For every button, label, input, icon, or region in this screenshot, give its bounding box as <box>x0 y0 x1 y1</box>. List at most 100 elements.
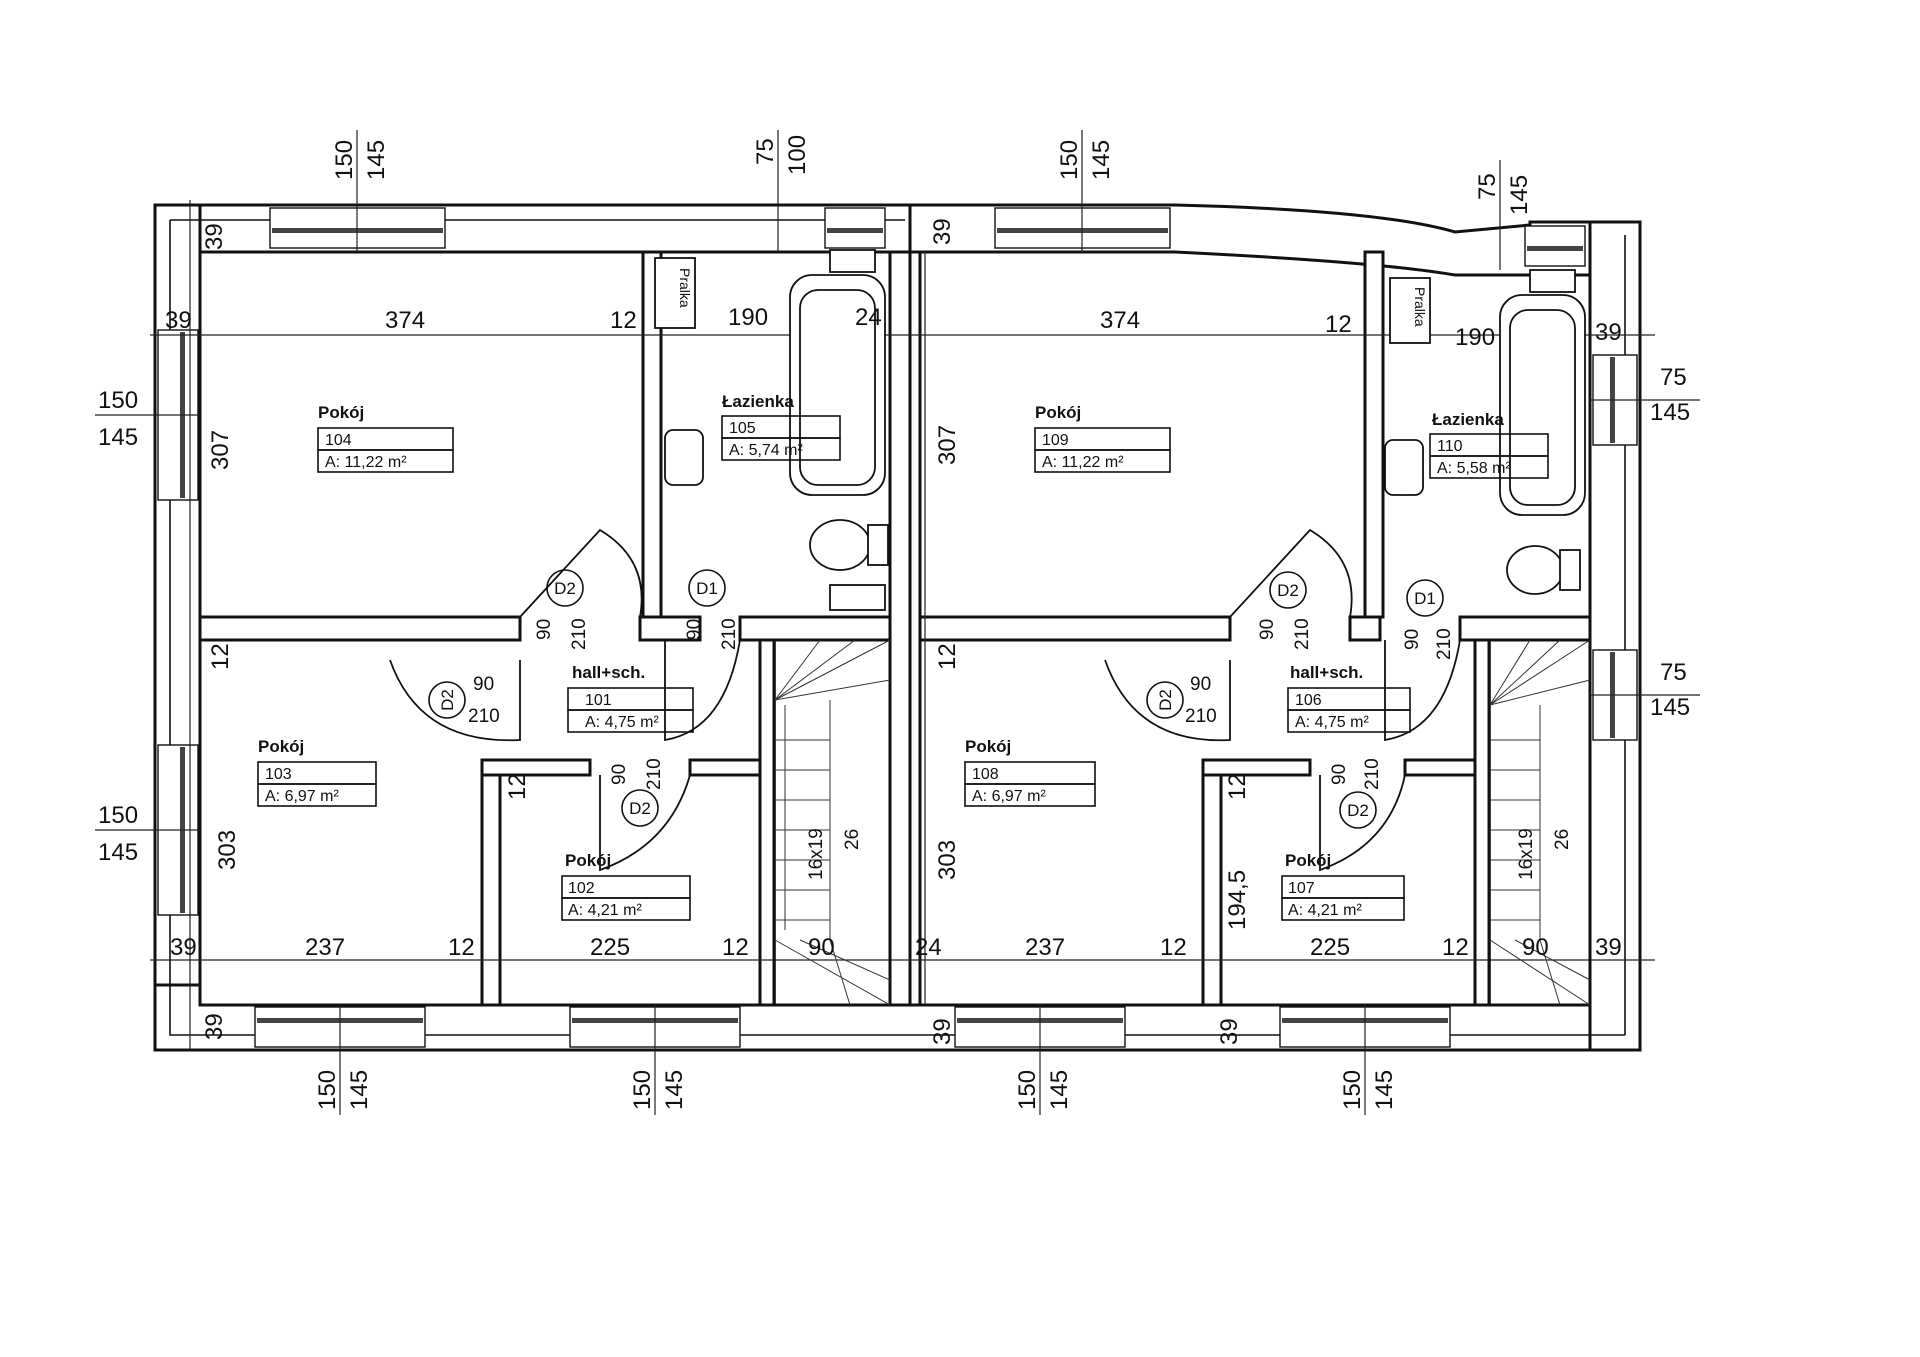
dim-label: 12 <box>1325 311 1352 338</box>
stairs-left-steps: 16x19 <box>806 828 827 880</box>
dim-label: 150 <box>331 140 358 180</box>
door-width: 90 <box>1329 764 1350 785</box>
washer-right: Pralka <box>1389 277 1431 344</box>
room-name: Pokój <box>258 737 304 756</box>
dim-label: 24 <box>855 304 882 331</box>
door-width: 90 <box>1402 629 1423 650</box>
door-width: 90 <box>1190 674 1211 695</box>
room-name: Pokój <box>318 403 364 422</box>
dim-label: 145 <box>1046 1070 1073 1110</box>
dim-label: 90 <box>808 934 835 961</box>
dim-label: 150 <box>98 802 138 829</box>
washer-label: Pralka <box>677 268 693 308</box>
room-number: 103 <box>265 766 292 783</box>
dim-label: 145 <box>1650 694 1690 721</box>
dim-label: 225 <box>590 934 630 961</box>
dim-label: 303 <box>934 840 961 880</box>
room-name: Pokój <box>1285 851 1331 870</box>
dim-label: 12 <box>722 934 749 961</box>
dim-label: 90 <box>1522 934 1549 961</box>
room-name: Łazienka <box>1432 410 1504 429</box>
dim-label: 145 <box>1506 175 1533 215</box>
room-name: Pokój <box>965 737 1011 756</box>
dim-label: 374 <box>385 307 425 334</box>
door-height: 210 <box>644 758 665 790</box>
door-tag: D2 90 210 <box>1146 674 1217 727</box>
room-area: A: 4,75 m² <box>1295 714 1369 731</box>
room-number: 108 <box>972 766 999 783</box>
dim-label: 12 <box>610 307 637 334</box>
dim-label: 145 <box>1088 140 1115 180</box>
dim-label: 145 <box>363 140 390 180</box>
dim-label: 75 <box>1474 173 1501 200</box>
stairs-left <box>774 639 891 1006</box>
dim-label: 12 <box>934 643 961 670</box>
door-width: 90 <box>609 764 630 785</box>
dim-label: 145 <box>98 839 138 866</box>
stairs-right-steps: 16x19 <box>1516 828 1537 880</box>
door-tag: D2 90 210 <box>1329 758 1383 829</box>
dim-label: 12 <box>1160 934 1187 961</box>
room-name: Łazienka <box>722 392 794 411</box>
dim-label: 75 <box>1660 364 1687 391</box>
room-area: A: 5,58 m² <box>1437 460 1511 477</box>
room-number: 102 <box>568 880 595 897</box>
dim-label: 39 <box>170 934 197 961</box>
window-top-2 <box>824 207 886 249</box>
dim-label: 145 <box>661 1070 688 1110</box>
stairs-left-run: 26 <box>842 829 863 850</box>
dim-label: 12 <box>1224 773 1251 800</box>
room-label-103: Pokój 103 A: 6,97 m² <box>257 737 377 807</box>
dim-label: 100 <box>784 135 811 175</box>
door-tag: D2 90 210 <box>609 758 665 827</box>
bathroom-fixtures-left <box>664 249 889 611</box>
dim-label: 307 <box>207 430 234 470</box>
stairs-right <box>1489 639 1591 1006</box>
room-number: 110 <box>1437 438 1463 455</box>
dim-label: 150 <box>1339 1070 1366 1110</box>
dim-label: 12 <box>1442 934 1469 961</box>
dim-label: 12 <box>448 934 475 961</box>
dim-label: 150 <box>1014 1070 1041 1110</box>
door-tag: D2 90 210 <box>1257 571 1313 650</box>
dim-label: 145 <box>346 1070 373 1110</box>
dim-label: 39 <box>929 1018 956 1045</box>
dim-label: 24 <box>915 934 942 961</box>
room-label-104: Pokój 104 A: 11,22 m² <box>317 403 454 473</box>
door-height: 210 <box>1362 758 1383 790</box>
dim-label: 145 <box>1650 399 1690 426</box>
room-number: 104 <box>325 432 352 449</box>
dim-label: 39 <box>1216 1018 1243 1045</box>
dim-label: 307 <box>934 425 961 465</box>
dim-label: 39 <box>1595 934 1622 961</box>
door-type: D2 <box>629 799 651 818</box>
room-area: A: 4,21 m² <box>1288 902 1362 919</box>
door-width: 90 <box>684 619 705 640</box>
dim-label: 237 <box>305 934 345 961</box>
door-type: D2 <box>554 579 576 598</box>
dim-label: 75 <box>752 138 779 165</box>
door-type: D2 <box>1156 689 1175 711</box>
room-label-108: Pokój 108 A: 6,97 m² <box>964 737 1096 807</box>
room-area: A: 11,22 m² <box>325 454 407 471</box>
washer-left: Pralka <box>654 257 696 329</box>
door-tag: D1 90 210 <box>684 569 740 650</box>
room-label-109: Pokój 109 A: 11,22 m² <box>1034 403 1171 473</box>
room-area: A: 5,74 m² <box>729 442 803 459</box>
dim-label: 145 <box>1371 1070 1398 1110</box>
dim-label: 237 <box>1025 934 1065 961</box>
door-height: 210 <box>1434 628 1455 660</box>
room-number: 109 <box>1042 432 1069 449</box>
dim-label: 150 <box>98 387 138 414</box>
room-name: Pokój <box>1035 403 1081 422</box>
door-type: D2 <box>1277 581 1299 600</box>
door-type: D1 <box>1414 589 1436 608</box>
door-tag: D2 90 210 <box>534 569 590 650</box>
room-label-110: Łazienka 110 A: 5,58 m² <box>1429 410 1549 479</box>
room-number: 106 <box>1295 692 1322 709</box>
room-number: 101 <box>585 692 612 709</box>
dim-label: 39 <box>201 223 228 250</box>
dim-label: 225 <box>1310 934 1350 961</box>
door-height: 210 <box>719 618 740 650</box>
room-area: A: 6,97 m² <box>972 788 1046 805</box>
